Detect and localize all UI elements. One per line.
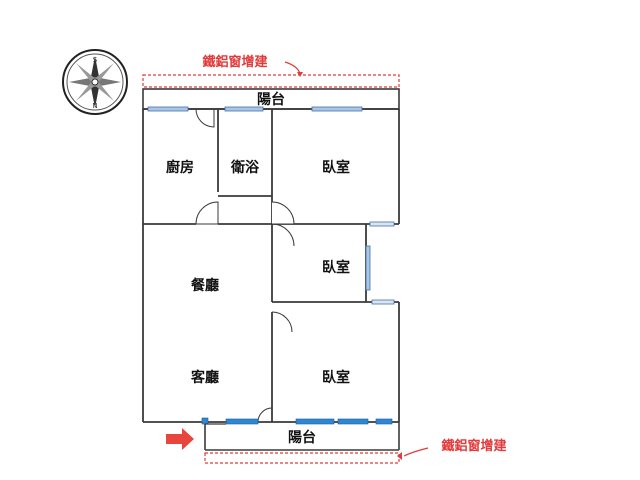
living-label: 客廳 [190, 369, 219, 386]
bottom-balcony [204, 422, 400, 451]
top-extension-outline [142, 74, 400, 88]
entrance-arrow-icon [166, 428, 194, 450]
top-extension-label: 鐵鋁窗增建 [202, 54, 267, 70]
kitchen-label: 廚房 [166, 159, 194, 176]
bottom-balcony-label: 陽台 [288, 429, 316, 446]
walls [142, 108, 400, 423]
bedroom-bottom-label: 臥室 [322, 369, 350, 386]
windows-top [147, 106, 395, 305]
bedroom-middle-label: 臥室 [322, 259, 350, 276]
compass-icon: S N [62, 49, 128, 115]
top-balcony-label: 陽台 [257, 91, 285, 108]
compass-north-letter: N [92, 102, 97, 110]
bottom-extension-label: 鐵鋁窗增建 [441, 438, 506, 454]
doors [195, 108, 295, 423]
bathroom-label: 衛浴 [230, 159, 260, 176]
bottom-extension-outline [204, 452, 400, 464]
windows-bottom [201, 417, 393, 425]
bedroom-top-label: 臥室 [322, 159, 350, 176]
dining-label: 餐廳 [190, 277, 219, 294]
compass-south-letter: S [93, 56, 98, 64]
bottom-extension-pointer [403, 447, 429, 457]
